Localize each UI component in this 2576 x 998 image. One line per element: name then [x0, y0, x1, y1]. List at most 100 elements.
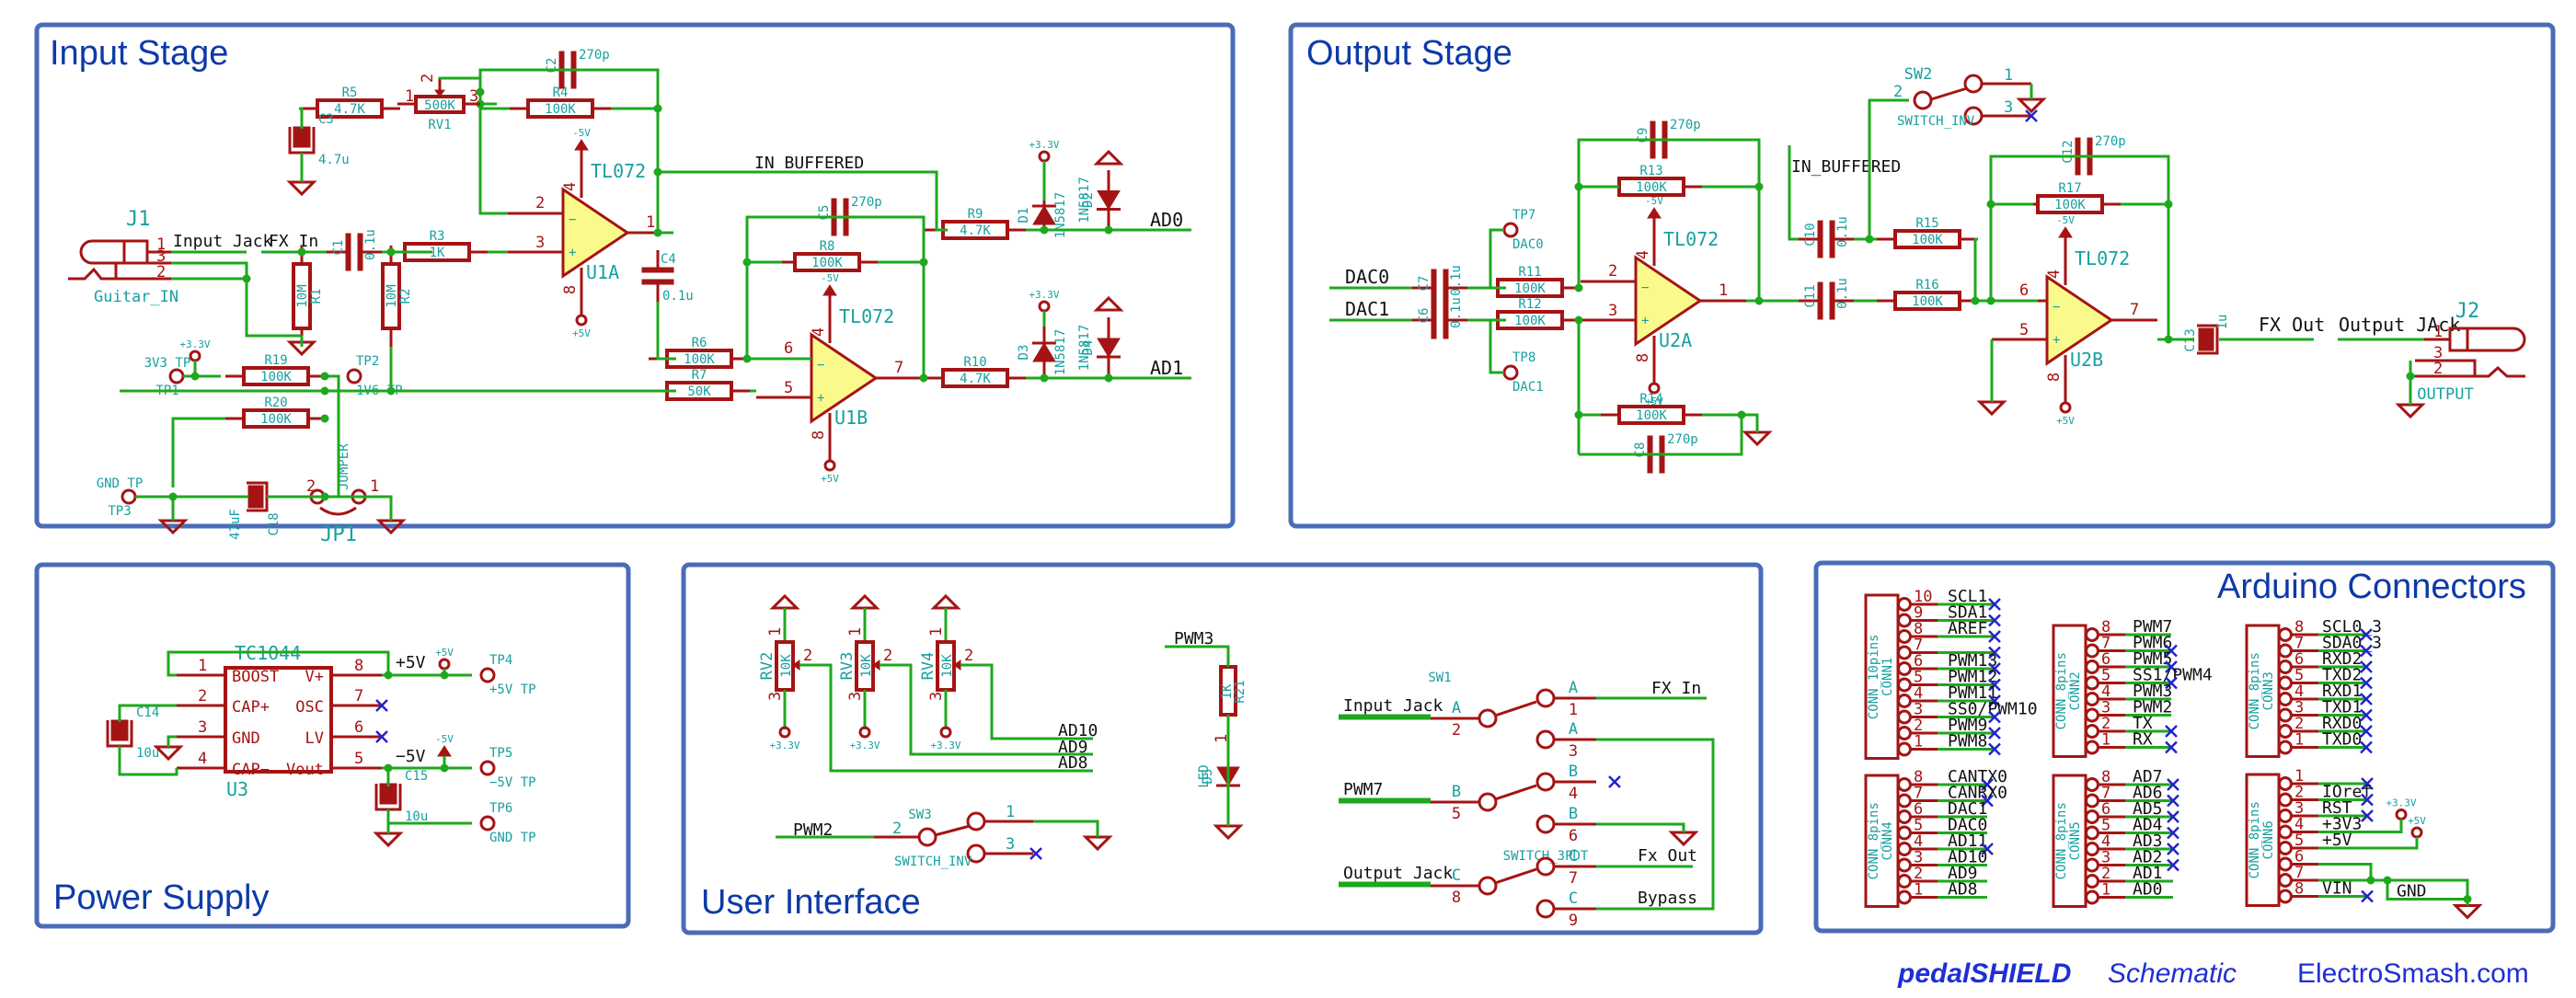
no-connect-mark [2167, 810, 2179, 823]
wire [960, 663, 1093, 740]
pin-number: 3 [535, 234, 545, 252]
test-point-ref: TP2 [356, 354, 379, 369]
pin-name: BOOST [232, 668, 279, 686]
nc-stroke [2360, 693, 2373, 705]
pin-number: 1 [1719, 281, 1728, 300]
power-label: +3.3V [930, 740, 960, 751]
resistor-ref: R2 [398, 289, 413, 304]
capacitor-c4: C4 0.1u [641, 250, 694, 304]
switch-lever [1494, 700, 1537, 717]
power-flag: +5V [572, 314, 591, 339]
pot-value: 10K [859, 654, 874, 678]
no-connect-mark [2360, 725, 2373, 738]
no-connect-mark [2165, 644, 2178, 658]
jack-pin3-lead [114, 261, 171, 279]
pin-number: 1 [1914, 733, 1923, 751]
nc-stroke [2360, 676, 2373, 690]
test-point-label: −5V TP [489, 775, 536, 790]
pin-net: +3V3 [2322, 815, 2362, 834]
net-label: Input Jack [1343, 696, 1443, 716]
power-flag-negative: -5V [821, 272, 839, 296]
diode-ref: D2 [1081, 192, 1096, 208]
pin-number: 2 [2101, 865, 2110, 883]
resistor-value: 100K [1636, 180, 1667, 195]
pin-number: 3 [1914, 701, 1923, 719]
junction-dot [1986, 200, 1995, 209]
nc-stroke [2361, 793, 2374, 807]
wire [1742, 413, 1759, 432]
jack-plug [79, 239, 149, 265]
footer-site[interactable]: ElectroSmash.com [2297, 958, 2529, 989]
net-label-ad8: AD8 [1058, 753, 1088, 773]
cap-value: 270p [579, 48, 610, 63]
switch-ref: SW1 [1428, 671, 1451, 685]
resistor-value: 100K [1912, 233, 1943, 247]
opamp-plus: + [1641, 314, 1649, 328]
power-pin-circle [858, 726, 871, 739]
no-connect-mark [2361, 777, 2374, 790]
wire [438, 76, 482, 92]
junction-dot [1104, 373, 1113, 383]
user-interface-circuit: 10KRV2123+3.3V10KRV3123+3.3V10KRV4123+3.… [758, 593, 1701, 930]
connector-ref: CONN2 [2068, 671, 2083, 710]
pin-number: 1 [405, 87, 414, 106]
pin-number: 3 [2294, 799, 2304, 818]
power-label: +3.3V [2386, 797, 2416, 809]
power-pin-circle [778, 726, 791, 739]
resistor-value: 100K [1912, 294, 1943, 309]
pin-number: 8 [2101, 768, 2110, 786]
pin-net: TXD2 [2322, 666, 2362, 685]
connector-pin: 2 AD1 [2085, 864, 2173, 889]
connector-body [1864, 593, 1900, 760]
net-label-in-buffered: IN_BUFFERED [1791, 157, 1901, 177]
opamp-ref: U1A [586, 261, 619, 283]
no-connect-mark [2165, 660, 2178, 673]
diode-value: LED [1197, 764, 1212, 787]
wire [1596, 822, 1685, 832]
test-point-ref: TP8 [1512, 350, 1535, 365]
no-connect-mark [1988, 614, 2001, 627]
resistor-ref: R1 [309, 289, 324, 304]
connector-body [2245, 773, 2281, 907]
no-connect-mark [375, 730, 388, 743]
power-pin-circle [1648, 382, 1661, 395]
cap-value: 4.7u [318, 153, 350, 167]
test-point-circle [479, 815, 496, 832]
pin-net: RX [2133, 730, 2153, 750]
nc-stroke [1988, 598, 2001, 611]
opamp-plus: + [817, 391, 824, 406]
power-flag: +5V [1645, 382, 1663, 407]
wire [656, 302, 676, 361]
nc-stroke [1981, 778, 1994, 791]
cap-value: 0.1u [662, 289, 694, 304]
cap-plate [247, 485, 264, 509]
pin-net: AD1 [2133, 864, 2163, 883]
wire [658, 170, 948, 232]
opamp-part: TL072 [839, 305, 894, 327]
pin-number: 2 [2294, 784, 2304, 802]
connector-pin: 5+5V [2278, 831, 2367, 855]
cap-ref: C4 [661, 252, 676, 267]
opamp-body [2045, 274, 2114, 366]
net-label-dac1: DAC1 [1345, 298, 1389, 320]
no-connect-mark [1029, 847, 1042, 860]
no-connect-mark [2360, 644, 2373, 658]
nc-stroke [1988, 630, 2001, 643]
pin-net: IOref [2322, 783, 2372, 802]
pin-net: VIN [2322, 879, 2352, 899]
pin-number: 5 [2294, 832, 2304, 850]
wire [1165, 645, 1230, 667]
pin-number: 7 [354, 687, 363, 705]
